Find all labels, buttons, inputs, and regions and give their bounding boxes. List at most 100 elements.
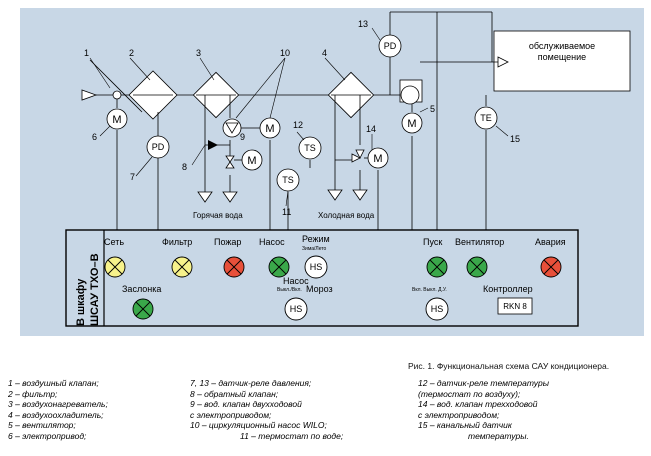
fan	[400, 85, 420, 105]
water-thermostat-11-label: TS	[282, 175, 294, 185]
indicator-lamp-pump	[268, 256, 290, 278]
label-number-6: 6	[92, 132, 97, 142]
fan-motor-label: M	[407, 118, 416, 130]
legend-item: 4 – воздухоохладитель;	[8, 409, 104, 420]
duct-temperature-sensor-15-label: TE	[480, 113, 492, 123]
cold-water-label: Холодная вода	[318, 211, 375, 220]
frost-label: Мороз	[306, 284, 333, 294]
pump-motor-label: M	[265, 123, 274, 135]
cold-water-symbol	[327, 189, 343, 201]
pressure-switch-7	[146, 135, 170, 159]
air-thermostat-12-label: TS	[304, 143, 316, 153]
label-number-5: 5	[430, 104, 435, 114]
pressure-switch-13	[378, 34, 402, 58]
serviced-room-box	[493, 30, 631, 92]
legend-item: 6 – электропривод;	[8, 430, 87, 441]
legend-item: 15 – канальный датчик	[418, 420, 512, 431]
label-number-13: 13	[358, 19, 368, 29]
control-panel	[65, 229, 579, 327]
legend-item: 9 – вод. клапан двухходовой	[190, 399, 302, 410]
pump-switch[interactable]	[284, 297, 308, 321]
legend-item: 5 – вентилятор;	[8, 420, 76, 431]
legend-item: 2 – фильтр;	[8, 388, 58, 399]
label-number-10: 10	[280, 48, 290, 58]
circulation-pump	[222, 118, 242, 138]
fan-motor-m	[401, 112, 423, 134]
controller-box	[497, 297, 533, 315]
hot-water-label: Горячая вода	[193, 211, 243, 220]
label-number-3: 3	[196, 48, 201, 58]
legend-column-3: 12 – датчик-реле температуры (термостат …	[418, 378, 549, 442]
pump-switch-label: Насос	[283, 276, 309, 286]
indicator-label-pump: Насос	[259, 237, 285, 247]
valve-9-actuator-label: M	[247, 155, 256, 167]
legend-item: 14 – вод. клапан трехходовой	[418, 399, 538, 410]
controller-model: RKN 8	[503, 302, 527, 311]
legend-item: 1 – воздушный клапан;	[8, 378, 99, 388]
label-number-11: 11	[282, 207, 291, 217]
start-switch[interactable]	[425, 297, 449, 321]
legend-item: (термостат по воздуху);	[418, 388, 521, 399]
panel-vertical-text-2: ШСАУ ТХО–В	[89, 253, 101, 326]
indicator-label-damper: Заслонка	[122, 284, 161, 294]
indicator-lamp-fan	[466, 256, 488, 278]
legend-column-1: 1 – воздушный клапан; 2 – фильтр; 3 – во…	[8, 378, 108, 442]
mode-switch[interactable]	[304, 255, 328, 279]
mode-sublabel: Зима/Лето	[302, 246, 327, 252]
inlet-arrow	[81, 89, 98, 101]
pump-triangle	[225, 122, 239, 134]
indicator-lamp-set	[104, 256, 126, 278]
three-way-valve	[351, 153, 361, 163]
figure-caption: Рис. 1. Функциональная схема САУ кондици…	[408, 361, 610, 371]
duct-temperature-sensor-15	[474, 106, 498, 130]
indicator-lamp-fire	[223, 256, 245, 278]
damper-actuator-label: M	[112, 114, 121, 126]
indicator-label-filter: Фильтр	[162, 237, 192, 247]
legend-item: 3 – воздухонагреватель;	[8, 399, 108, 410]
label-number-9: 9	[240, 132, 245, 142]
indicator-lamp-damper	[132, 298, 154, 320]
legend-item: 7, 13 – датчик-реле давления;	[190, 378, 312, 388]
indicator-lamp-alarm	[540, 256, 562, 278]
indicator-label-alarm: Авария	[535, 237, 566, 247]
legend-item: с электроприводом;	[418, 409, 500, 420]
pump-switch-hs-label: HS	[290, 304, 303, 314]
label-number-2: 2	[129, 48, 134, 58]
indicator-lamp-filter	[171, 256, 193, 278]
mode-switch-label: HS	[310, 262, 323, 272]
air-thermostat-12	[298, 136, 322, 160]
valve-14-actuator-label: M	[373, 153, 382, 165]
controller-label: Контроллер	[483, 284, 533, 294]
legend: 1 – воздушный клапан; 2 – фильтр; 3 – во…	[0, 378, 651, 456]
indicator-label-set: Сеть	[104, 237, 124, 247]
two-way-valve	[225, 155, 235, 169]
serviced-room-label-line2: помещение	[538, 52, 586, 62]
damper-actuator-m	[106, 108, 128, 130]
legend-item: 8 – обратный клапан;	[190, 388, 279, 399]
pressure-switch-13-label: PD	[384, 41, 397, 51]
pressure-switch-7-label: PD	[152, 142, 165, 152]
legend-column-2: 7, 13 – датчик-реле давления; 8 – обратн…	[190, 378, 343, 442]
label-number-15: 15	[510, 134, 520, 144]
check-valve	[208, 140, 218, 150]
indicator-label-fire: Пожар	[214, 237, 241, 247]
legend-item: температуры.	[468, 430, 529, 441]
pump-switch-sublabel: Выкл./Вкл.	[277, 287, 302, 293]
air-damper	[112, 90, 122, 100]
label-number-12: 12	[293, 120, 303, 130]
hot-water-symbol	[197, 191, 213, 203]
indicator-lamp-start	[426, 256, 448, 278]
start-switch-sublabel: Вкл. Выкл. Д.У.	[412, 287, 447, 293]
mode-label: Режим	[302, 234, 330, 244]
label-number-7: 7	[130, 172, 135, 182]
start-switch-hs-label: HS	[431, 304, 444, 314]
label-number-8: 8	[182, 162, 187, 172]
indicator-label-fan: Вентилятор	[455, 237, 504, 247]
label-number-4: 4	[322, 48, 327, 58]
legend-item: 10 – циркуляционный насос WILO;	[190, 420, 327, 431]
panel-vertical-text-1: В шкафу	[75, 278, 87, 326]
serviced-room-label-line1: обслуживаемое	[529, 41, 595, 51]
legend-item: 12 – датчик-реле температуры	[418, 378, 549, 388]
legend-item: 11 – термостат по воде;	[240, 430, 344, 441]
legend-item: с электроприводом;	[190, 409, 272, 420]
